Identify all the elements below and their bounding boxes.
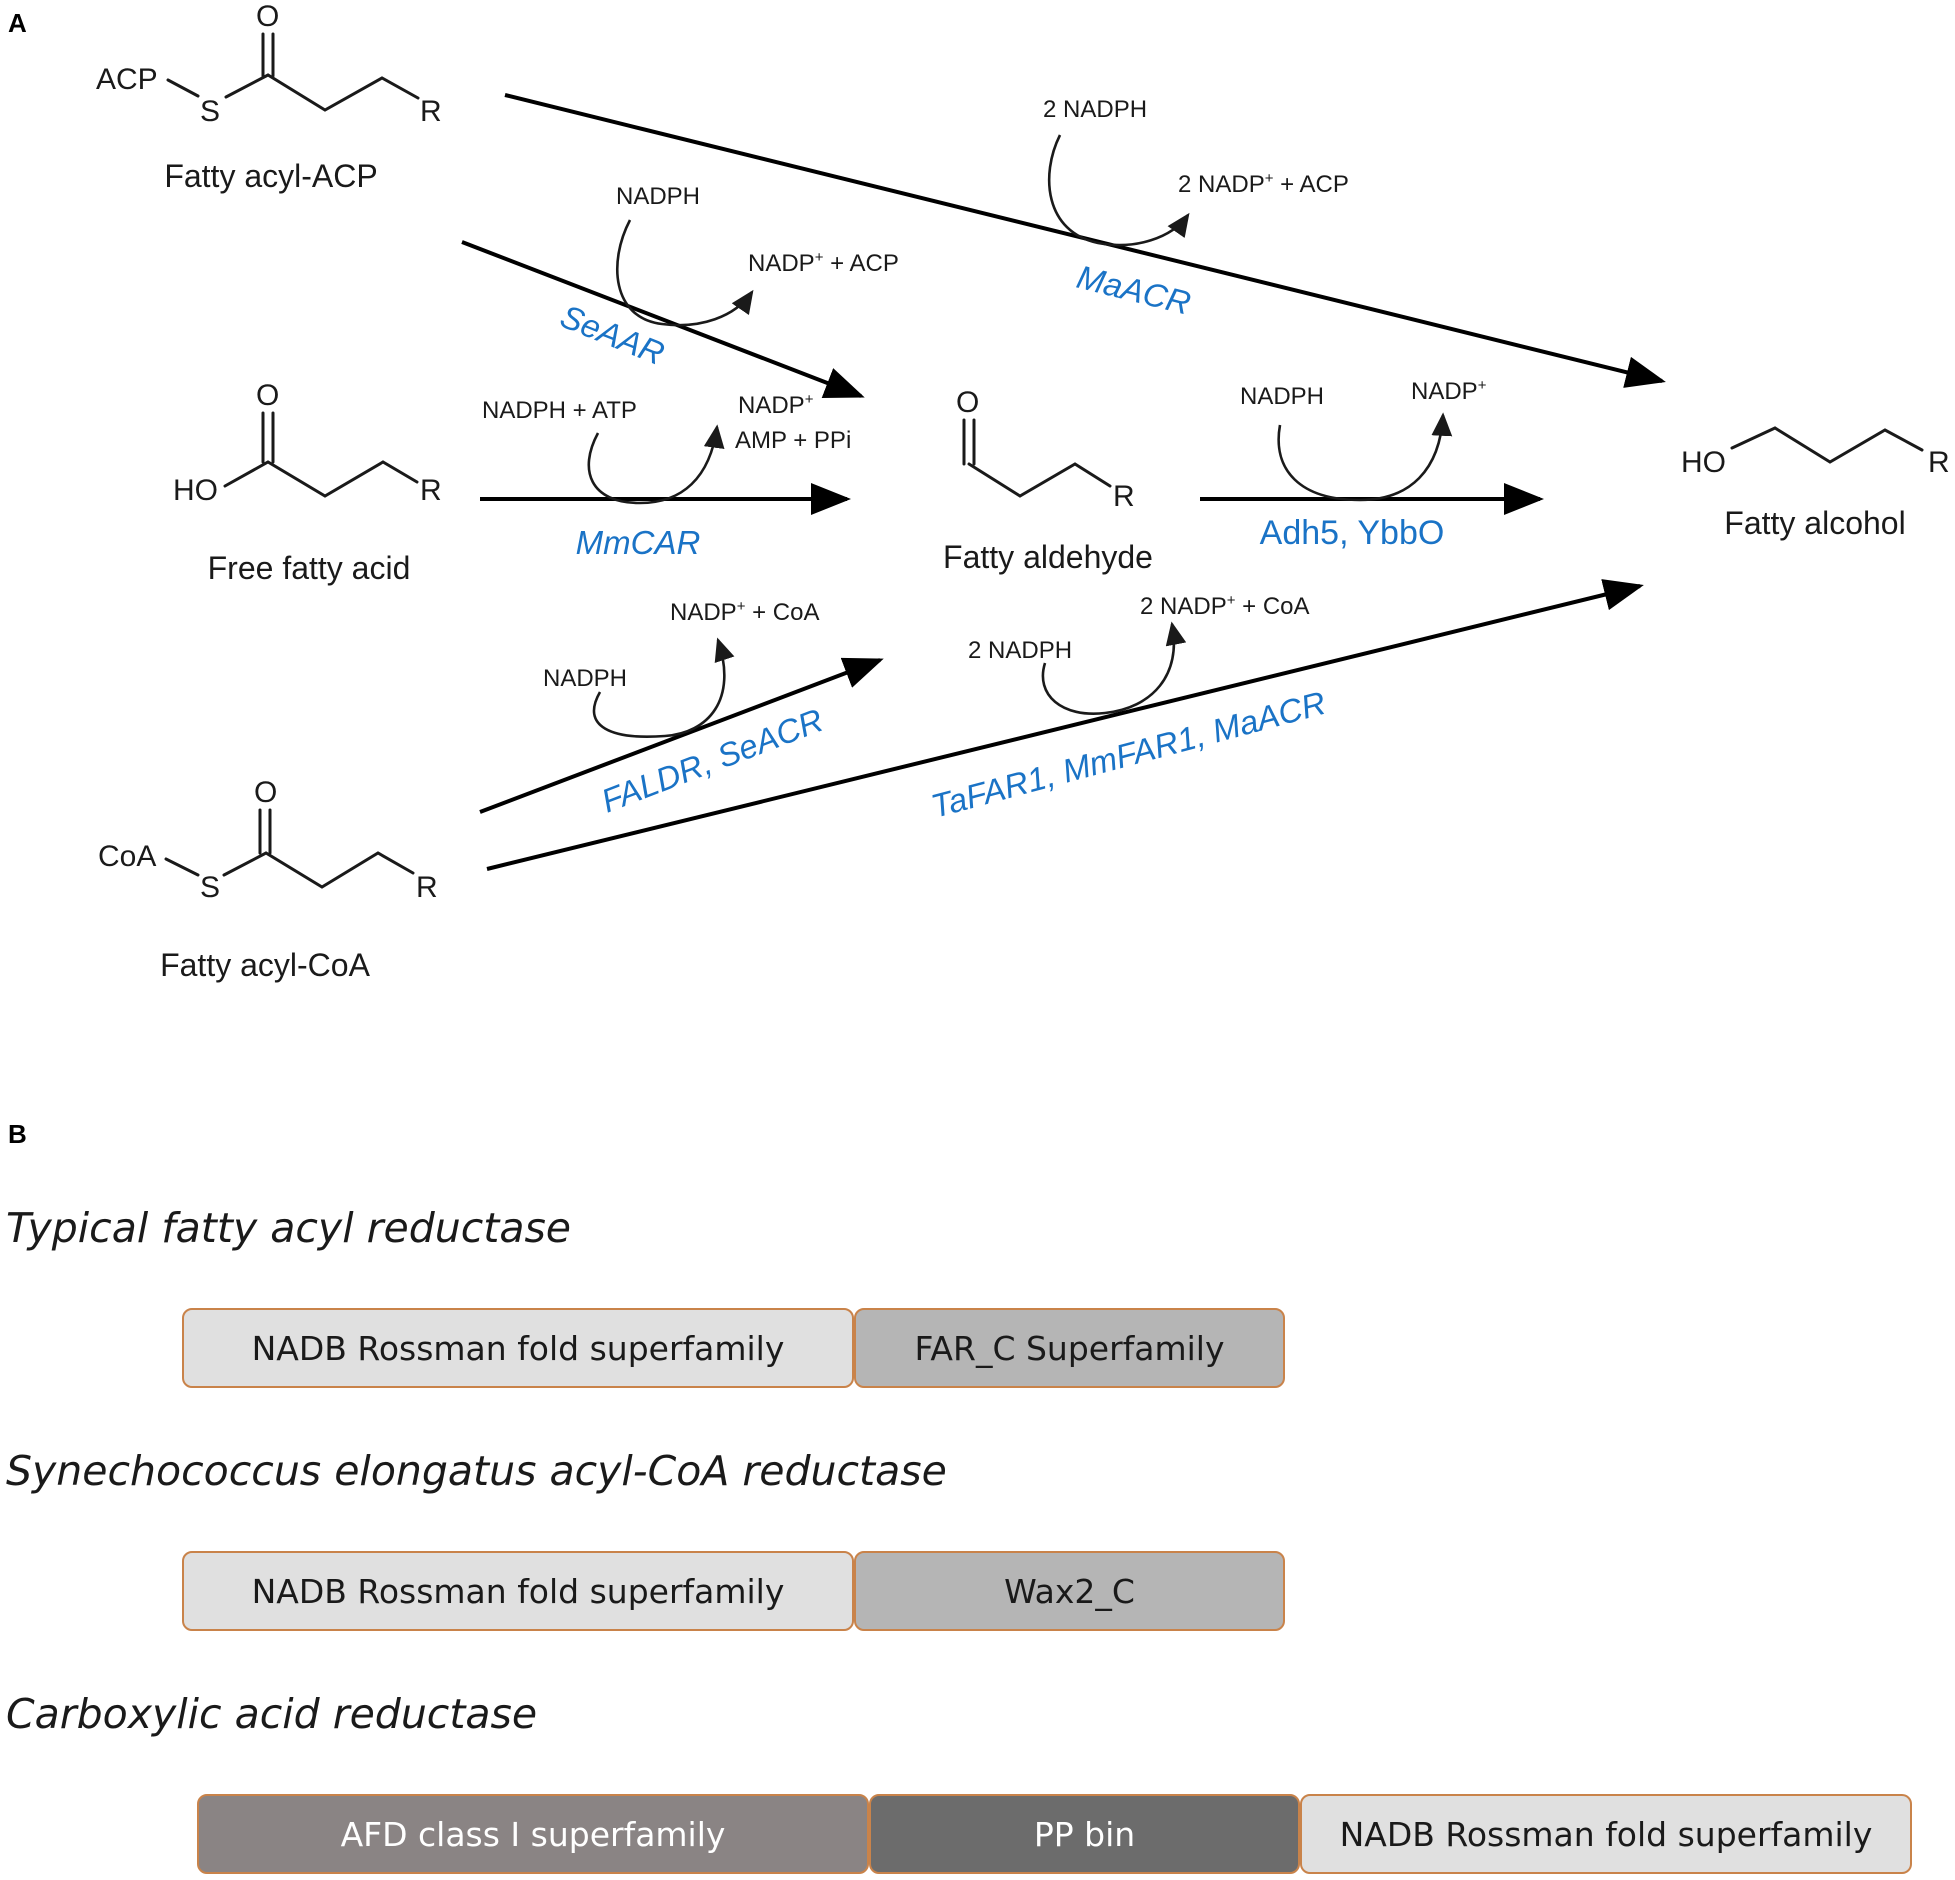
aldehyde-carbonyl-bond (962, 418, 976, 466)
enzyme-label-adh5-ybbo: Adh5, YbbO (1260, 514, 1445, 552)
oxygen-label: O (256, 0, 279, 33)
enzyme-label-maacr: MaACR (1073, 258, 1194, 322)
reaction-adh5-ybbo: NADPH NADP+ Adh5, YbbO (1200, 377, 1544, 552)
coa-group-label: CoA (98, 840, 156, 873)
reaction-seaar: NADPH NADP+ + ACP SeAAR (461, 183, 899, 398)
ho-label: HO (173, 474, 218, 507)
fatty-acyl-acp-name: Fatty acyl-ACP (164, 158, 377, 194)
r-group-label: R (420, 95, 442, 128)
oxygen-label: O (256, 379, 279, 412)
enzyme-label-faldr-seacr: FALDR, SeACR (596, 701, 828, 819)
carbonyl-bond (261, 32, 275, 78)
alcohol-skeleton (1730, 426, 1924, 464)
cofactor-output: 2 NADP+ + ACP (1178, 170, 1349, 198)
ho-label: HO (1681, 446, 1726, 479)
enzyme-label-mmcar: MmCAR (576, 524, 701, 561)
enzyme-label-seaar: SeAAR (555, 297, 669, 372)
reaction-arrow (479, 657, 884, 814)
reaction-tafar1-mmfar1-maacr: 2 NADPH 2 NADP+ + CoA TaFAR1, MmFAR1, Ma… (486, 579, 1644, 871)
acyl-coa-skeleton (164, 851, 415, 889)
cofactor-curl-arrow (592, 637, 735, 738)
section-title-se-acyl-coa-reductase: Synechococcus elongatus acyl-CoA reducta… (6, 1447, 947, 1495)
domain-pp-bin: PP bin (869, 1794, 1300, 1874)
domain-bar-se-acr: NADB Rossman fold superfamily Wax2_C (182, 1551, 1285, 1631)
reaction-arrow (486, 579, 1644, 871)
cofactor-input: 2 NADPH (1043, 96, 1147, 123)
domain-nadb-rossman: NADB Rossman fold superfamily (1300, 1794, 1912, 1874)
domain-bar-car: AFD class I superfamily PP bin NADB Ross… (197, 1794, 1912, 1874)
cofactor-output: NADP+ (1411, 377, 1487, 405)
carbonyl-bond (258, 808, 272, 855)
compound-fatty-acyl-coa: CoA S O R Fatty acyl-CoA (98, 776, 438, 983)
cofactor-output: NADP+ (738, 391, 814, 419)
fatty-acyl-coa-name: Fatty acyl-CoA (160, 947, 370, 983)
cofactor-curl-arrow (1277, 412, 1453, 502)
cofactor-output: 2 NADP+ + CoA (1140, 592, 1310, 620)
r-group-label: R (1113, 480, 1135, 513)
cofactor-curl-arrow (1041, 621, 1187, 715)
reaction-arrow (461, 240, 865, 398)
cofactor-curl-arrow (615, 219, 754, 327)
cofactor-input: NADPH (616, 183, 700, 210)
domain-afd-class-i: AFD class I superfamily (197, 1794, 869, 1874)
section-title-typical-far: Typical fatty acyl reductase (6, 1204, 572, 1252)
cofactor-input: NADPH + ATP (482, 397, 637, 424)
carbonyl-bond (261, 411, 275, 464)
compound-fatty-acyl-acp: ACP S O R Fatty acyl-ACP (96, 0, 442, 194)
domain-nadb-rossman: NADB Rossman fold superfamily (182, 1308, 854, 1388)
r-group-label: R (420, 474, 442, 507)
sulfur-label: S (200, 871, 220, 904)
compound-fatty-alcohol: HO R Fatty alcohol (1681, 426, 1950, 541)
cofactor-output-line2: AMP + PPi (735, 427, 851, 454)
panel-b-label: B (8, 1119, 27, 1149)
reaction-maacr-acp: 2 NADPH 2 NADP+ + ACP MaACR (504, 93, 1666, 388)
domain-far-c: FAR_C Superfamily (854, 1308, 1285, 1388)
compound-free-fatty-acid: HO O R Free fatty acid (173, 379, 442, 586)
aldehyde-skeleton (967, 462, 1112, 498)
free-acid-skeleton (223, 460, 419, 498)
section-title-carboxylic-acid-reductase: Carboxylic acid reductase (6, 1690, 538, 1738)
fatty-alcohol-name: Fatty alcohol (1724, 505, 1905, 541)
panel-a-label: A (8, 8, 27, 38)
cofactor-input: 2 NADPH (968, 637, 1072, 664)
cofactor-output: NADP+ + CoA (670, 598, 820, 626)
cofactor-input: NADPH (543, 665, 627, 692)
acp-group-label: ACP (96, 63, 158, 96)
oxygen-label: O (956, 386, 979, 419)
cofactor-curl-arrow (587, 424, 725, 505)
reaction-mmcar: NADPH + ATP NADP+ AMP + PPi MmCAR (480, 391, 851, 561)
free-fatty-acid-name: Free fatty acid (208, 550, 411, 586)
domain-nadb-rossman: NADB Rossman fold superfamily (182, 1551, 854, 1631)
sulfur-label: S (200, 95, 220, 128)
cofactor-input: NADPH (1240, 383, 1324, 410)
domain-bar-typical-far: NADB Rossman fold superfamily FAR_C Supe… (182, 1308, 1285, 1388)
fatty-aldehyde-name: Fatty aldehyde (943, 539, 1153, 575)
compound-fatty-aldehyde: O R Fatty aldehyde (943, 386, 1153, 575)
r-group-label: R (416, 871, 438, 904)
acyl-acp-skeleton (166, 73, 420, 112)
enzyme-label-tafar1-mmfar1-maacr: TaFAR1, MmFAR1, MaACR (927, 684, 1329, 825)
cofactor-output: NADP+ + ACP (748, 249, 899, 277)
domain-wax2-c: Wax2_C (854, 1551, 1285, 1631)
oxygen-label: O (254, 776, 277, 809)
r-group-label: R (1928, 446, 1950, 479)
cofactor-curl-arrow (1048, 134, 1190, 247)
